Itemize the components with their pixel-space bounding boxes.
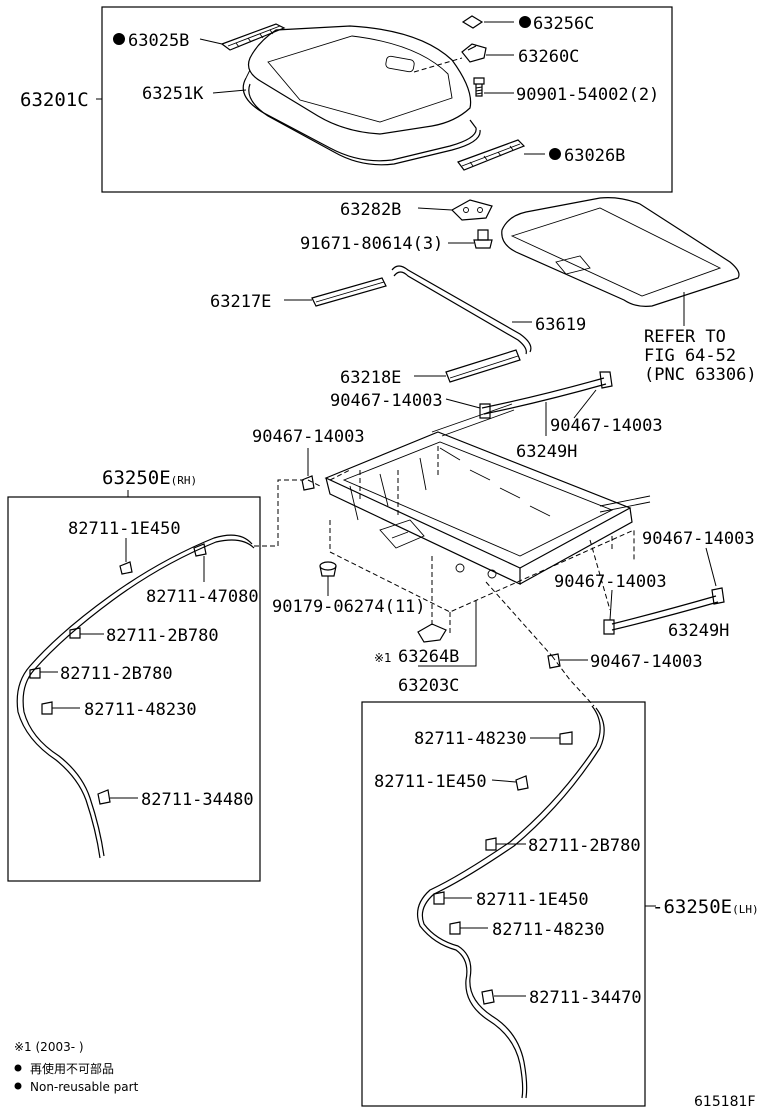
- sunroof-frame: [324, 403, 651, 585]
- label-63249H-b: 63249H: [668, 621, 729, 641]
- clip-63256C: [461, 15, 484, 29]
- label-90467-c: 90467-14003: [252, 427, 365, 447]
- rh-harness-wire: [16, 534, 278, 859]
- rh-clip-1: 82711-1E450: [68, 519, 181, 539]
- rh-clip-6: 82711-34480: [141, 790, 254, 810]
- label-90467-f: 90467-14003: [590, 652, 703, 672]
- figure-id: 615181F: [694, 1094, 756, 1110]
- seal-63619: [391, 265, 532, 355]
- mark-63264B: ※1: [374, 651, 392, 665]
- bracket-63282B: [451, 199, 493, 221]
- label-63217E: 63217E: [210, 292, 271, 312]
- label-91671: 91671-80614(3): [300, 234, 443, 254]
- group-box-lh-harness: [361, 701, 646, 1107]
- label-90179: 90179-06274(11): [272, 597, 426, 617]
- weatherstrip: [242, 69, 481, 166]
- rh-clip-5: 82711-48230: [84, 700, 197, 720]
- label-63256C: 63256C: [533, 14, 594, 34]
- sunshade-panel: [501, 197, 740, 307]
- rh-clip-4: 82711-2B780: [60, 664, 173, 684]
- label-90901: 90901-54002(2): [516, 85, 659, 105]
- screw-90901: [473, 77, 485, 97]
- rh-clip-3: 82711-2B780: [106, 626, 219, 646]
- label-63282B: 63282B: [340, 200, 401, 220]
- bracket-63026B: [457, 139, 526, 171]
- lh-clip-4: 82711-1E450: [476, 890, 589, 910]
- frame-dashes: [277, 446, 635, 707]
- nonreusable-dot-63026B: [549, 148, 561, 160]
- nonreusable-dot-63256C: [519, 16, 531, 28]
- legend-dot-jp: [14, 1064, 22, 1072]
- label-63025B: 63025B: [128, 31, 189, 51]
- label-90467-a: 90467-14003: [330, 391, 443, 411]
- label-63250E-lh: -63250E(LH): [652, 896, 759, 918]
- lh-clip-2: 82711-1E450: [374, 772, 487, 792]
- label-63619: 63619: [535, 315, 586, 335]
- refer-line2: FIG 64-52: [644, 346, 736, 366]
- rh-leaders: [40, 538, 205, 799]
- legend-dot-en: [14, 1082, 22, 1090]
- screw-91671: [473, 229, 493, 249]
- bracket-63025B: [220, 23, 286, 51]
- label-63251K: 63251K: [142, 84, 204, 104]
- label-90467-d: 90467-14003: [642, 529, 755, 549]
- lh-clip-5: 82711-48230: [492, 920, 605, 940]
- label-63250E-rh: 63250E(RH): [102, 467, 197, 489]
- label-63201C: 63201C: [20, 89, 89, 111]
- label-90467-e: 90467-14003: [554, 572, 667, 592]
- group-box-rh-harness: [7, 496, 261, 882]
- lh-clips: [433, 731, 573, 1005]
- label-63249H-a: 63249H: [516, 442, 577, 462]
- glass-panel: [247, 25, 472, 135]
- lh-clip-3: 82711-2B780: [528, 836, 641, 856]
- legend-footnote: ※1 (2003- ): [14, 1040, 84, 1054]
- label-90467-b: 90467-14003: [550, 416, 663, 436]
- lh-leaders: [444, 737, 560, 997]
- nonreusable-dot-63025B: [113, 33, 125, 45]
- lh-harness-wire: [417, 705, 605, 1099]
- lh-clip-1: 82711-48230: [414, 729, 527, 749]
- drain-hose-lower: [603, 587, 725, 635]
- lh-clip-6: 82711-34470: [529, 988, 642, 1008]
- rh-clips: [29, 543, 207, 805]
- label-63264B: 63264B: [398, 647, 459, 667]
- label-63260C: 63260C: [518, 47, 579, 67]
- drain-hose-upper: [479, 371, 613, 419]
- clip-90467-f: [547, 653, 561, 669]
- rh-clip-2: 82711-47080: [146, 587, 259, 607]
- grommet-90179: [319, 561, 337, 577]
- strip-63218E: [445, 349, 521, 383]
- refer-line1: REFER TO: [644, 327, 726, 347]
- label-63026B: 63026B: [564, 146, 625, 166]
- strip-63217E: [311, 277, 387, 307]
- label-63203C: 63203C: [398, 676, 459, 696]
- bracket-63264B: [417, 623, 447, 643]
- clip-90467-c: [301, 475, 315, 491]
- refer-line3: (PNC 63306): [644, 365, 757, 385]
- bracket-63260C: [461, 43, 487, 63]
- label-63218E: 63218E: [340, 368, 401, 388]
- leaders-top: [199, 21, 545, 155]
- legend-nonreusable-en: Non-reusable part: [30, 1080, 139, 1094]
- legend-nonreusable-jp: 再使用不可部品: [30, 1061, 114, 1076]
